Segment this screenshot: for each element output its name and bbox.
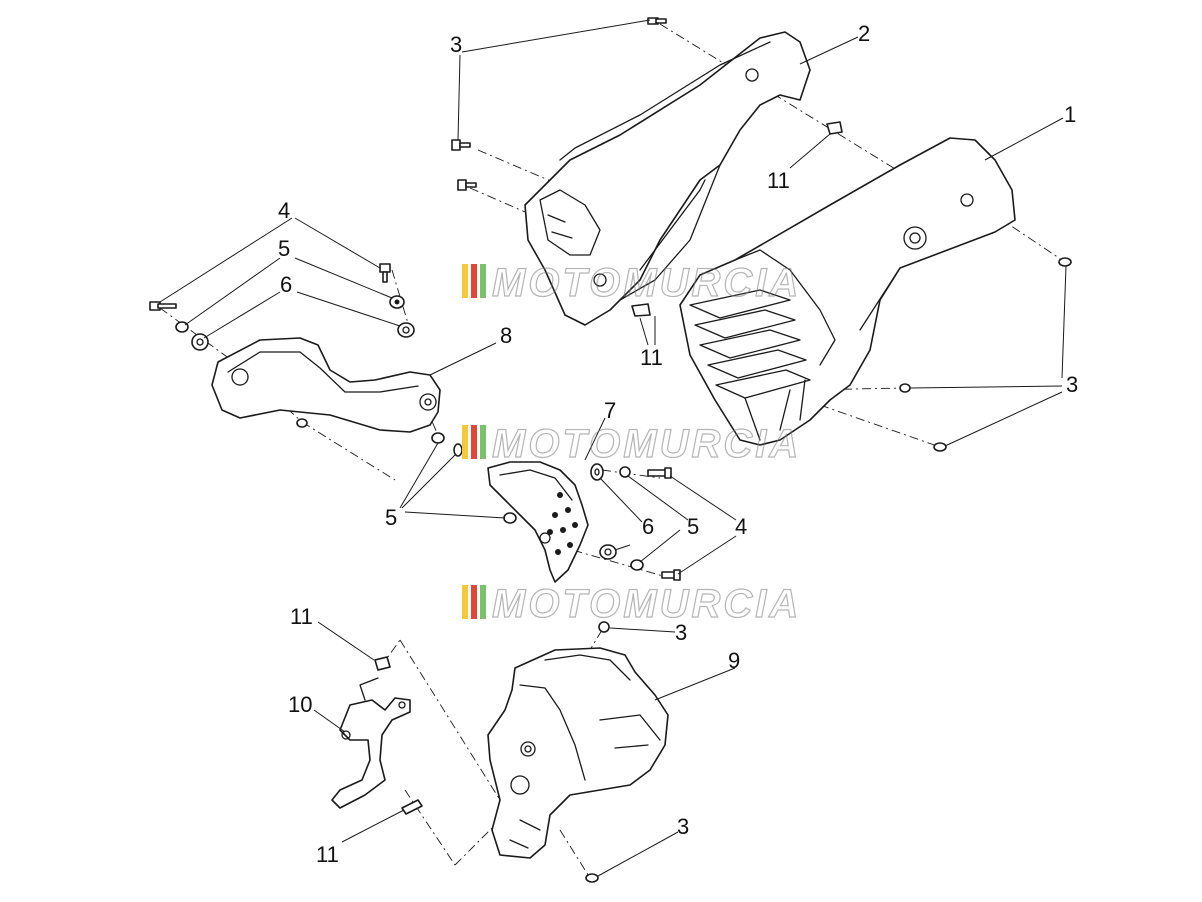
screws — [149, 17, 1072, 883]
watermark-stripe-green — [480, 585, 486, 619]
screw-4-left — [149, 301, 177, 311]
callout-3-lower: 3 — [675, 620, 687, 645]
heat-shield-middle — [487, 461, 589, 583]
callout-4-left: 4 — [278, 198, 290, 223]
screw-3-left-a — [451, 139, 471, 151]
screw-3-lower-b — [585, 873, 599, 883]
callout-3-bottom: 3 — [677, 814, 689, 839]
watermark-text: MOTOMURCIA — [492, 422, 801, 466]
callout-labels: 1 2 3 3 3 3 4 4 5 5 5 6 6 7 8 9 10 11 11… — [278, 21, 1078, 867]
screw-3-left-b — [457, 179, 477, 191]
callout-3-top: 3 — [450, 32, 462, 57]
watermark-1: MOTOMURCIA — [462, 260, 801, 306]
watermark-stripe-yellow — [462, 585, 468, 619]
callout-3-right: 3 — [1066, 372, 1078, 397]
screw-4-lower — [661, 569, 681, 581]
callout-9: 9 — [728, 648, 740, 673]
callout-6-right: 6 — [642, 514, 654, 539]
watermark-stripe-green — [480, 264, 486, 298]
lower-cover — [487, 647, 669, 859]
callout-5-center: 5 — [385, 505, 397, 530]
callout-2: 2 — [858, 21, 870, 46]
leader-lines — [159, 19, 1067, 877]
watermark-stripe-yellow — [462, 425, 468, 459]
washers-bushings-clips — [175, 121, 843, 815]
screw-3-right-a — [1058, 257, 1072, 267]
mounting-bracket — [331, 677, 411, 809]
screw-4-top — [379, 263, 391, 283]
screw-3-right-c — [933, 442, 947, 452]
side-cover-upper — [524, 31, 811, 326]
callout-11-center: 11 — [640, 345, 663, 370]
watermark-stripe-red — [471, 585, 477, 619]
callout-11-bottom: 11 — [316, 842, 339, 867]
watermark-3: MOTOMURCIA — [462, 581, 801, 627]
screw-3-lower-a — [598, 621, 610, 633]
callout-10: 10 — [288, 692, 312, 717]
watermark-stripe-red — [471, 425, 477, 459]
side-panel-main — [679, 137, 1016, 446]
callout-5-top: 5 — [278, 236, 290, 261]
callout-5-right: 5 — [687, 514, 699, 539]
callout-11-upper-right: 11 — [767, 168, 790, 193]
callout-7: 7 — [604, 398, 616, 423]
heat-shield-left — [211, 337, 441, 433]
screw-4-right — [647, 467, 672, 479]
callout-1: 1 — [1064, 102, 1076, 127]
screw-3-top — [647, 17, 667, 25]
screw-3-right-b — [899, 383, 911, 393]
watermark-text: MOTOMURCIA — [492, 261, 801, 305]
callout-11-lower-left: 11 — [290, 604, 313, 629]
callout-8: 8 — [500, 323, 512, 348]
watermark-stripe-red — [471, 264, 477, 298]
watermark-stripe-yellow — [462, 264, 468, 298]
watermark-stripe-green — [480, 425, 486, 459]
watermark-2: MOTOMURCIA — [462, 421, 801, 467]
watermark-text: MOTOMURCIA — [492, 582, 801, 626]
callout-6-left: 6 — [280, 272, 292, 297]
callout-4-right: 4 — [735, 514, 747, 539]
